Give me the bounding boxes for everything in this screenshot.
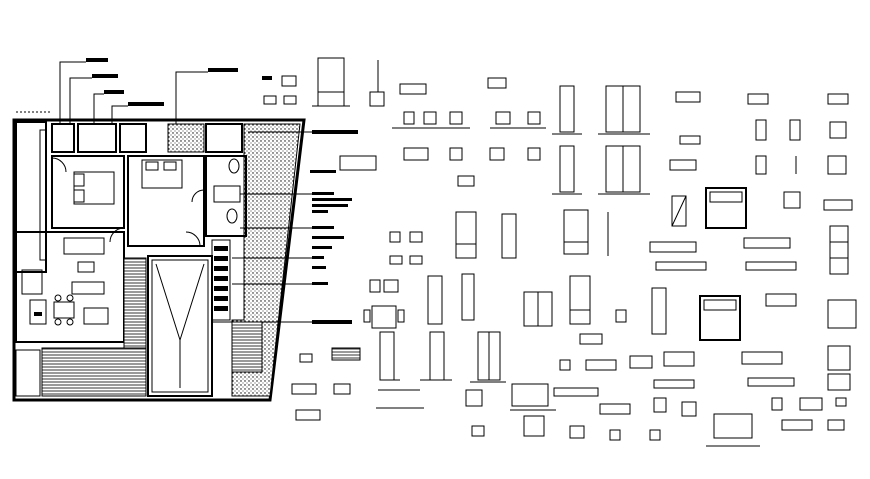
- bathroom-top: [119, 123, 147, 153]
- bed-2: [141, 159, 183, 189]
- door-elev-2: [559, 145, 575, 193]
- sofa: [63, 237, 105, 255]
- bedroom-1: [51, 155, 125, 229]
- dining-table: [53, 301, 75, 319]
- stair-column: [211, 239, 231, 321]
- entry: [21, 269, 43, 295]
- door-elev-1: [559, 85, 575, 133]
- deck-right: [231, 321, 263, 373]
- furniture-row-2: [389, 187, 853, 275]
- fixture-details-row-1: [263, 75, 849, 187]
- note-bar-1: [86, 58, 108, 62]
- room-top-2: [77, 123, 117, 153]
- floor-plan: [12, 58, 358, 402]
- bathroom-right: [205, 155, 247, 237]
- bedroom-2: [127, 155, 205, 247]
- room-top-1: [51, 123, 75, 153]
- right-notes: [212, 130, 358, 324]
- deck-side: [123, 257, 147, 349]
- pool: [147, 255, 213, 397]
- furniture-row-3: [363, 273, 857, 345]
- furniture-row-5: [291, 379, 847, 447]
- tv-unit: [71, 281, 105, 295]
- corridor-left: [15, 121, 47, 273]
- furniture-row-4: [299, 331, 851, 391]
- outer-wall: [12, 118, 306, 402]
- deck-bottom: [41, 347, 147, 397]
- bed-1: [73, 171, 115, 205]
- room-top-4: [205, 123, 243, 153]
- closet-strip: [39, 129, 47, 261]
- wardrobe-elev-1: [317, 57, 345, 107]
- furniture-details: [263, 57, 857, 447]
- stair-treads: [214, 246, 228, 311]
- shower-hatch: [167, 123, 205, 153]
